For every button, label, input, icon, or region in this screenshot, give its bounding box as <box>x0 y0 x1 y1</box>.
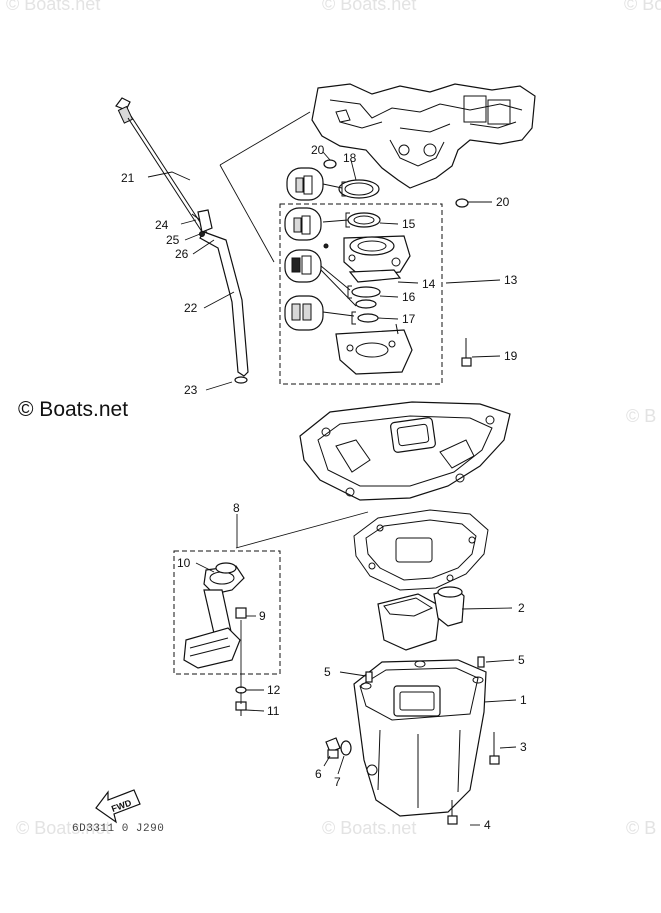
bolt-3 <box>489 732 500 765</box>
callout-7: 7 <box>334 775 341 789</box>
callout-20-right: 20 <box>496 195 510 209</box>
callout-1: 1 <box>520 693 527 707</box>
callout-4: 4 <box>484 818 491 832</box>
pump-housing-upper <box>343 235 411 277</box>
oil-pan-1 <box>353 659 487 817</box>
leader-lines <box>147 151 517 826</box>
watermark-top-center: © Boats.net <box>322 0 417 14</box>
watermark-main: © Boats.net <box>18 398 129 421</box>
part-8-group-box <box>173 550 281 675</box>
pump-housing-lower <box>335 329 413 375</box>
callout-3: 3 <box>520 740 527 754</box>
callout-24: 24 <box>155 218 169 232</box>
callout-5-right: 5 <box>518 653 525 667</box>
callout-17: 17 <box>402 312 416 326</box>
gasket-14 <box>348 269 402 283</box>
o-ring-20-upper <box>323 159 337 169</box>
watermark-bottom-left: © Boats.net <box>16 818 111 838</box>
diagram-code: 6D3311 0 J290 <box>72 823 165 835</box>
gasket-7 <box>340 740 352 756</box>
callout-5-left: 5 <box>324 665 331 679</box>
callout-15: 15 <box>402 217 416 231</box>
callout-8: 8 <box>233 501 240 515</box>
exhaust-guide-plate <box>299 401 511 501</box>
watermark-top-left: © Boats.net <box>6 0 101 14</box>
callout-21: 21 <box>121 171 135 185</box>
callout-6: 6 <box>315 767 322 781</box>
bolt-9 <box>235 607 247 619</box>
callout-2: 2 <box>518 601 525 615</box>
engine-block-illustration <box>311 83 536 189</box>
dipstick-assembly <box>115 97 249 384</box>
callout-14: 14 <box>422 277 436 291</box>
callout-16: 16 <box>402 290 416 304</box>
seal-detail-insets <box>284 167 324 331</box>
bolt-4 <box>447 800 458 825</box>
bolt-11 <box>235 701 247 716</box>
bolt-5-left <box>365 671 373 683</box>
callout-20-upper: 20 <box>311 143 325 157</box>
watermark-bottom-center: © Boats.net <box>322 818 417 838</box>
part-2-chamber <box>377 586 465 651</box>
callout-22: 22 <box>184 301 198 315</box>
callout-25: 25 <box>166 233 180 247</box>
bolt-19 <box>461 338 472 367</box>
callout-19: 19 <box>504 349 518 363</box>
part-13-group-box <box>279 203 443 385</box>
watermark-top-right: © Bo <box>624 0 661 14</box>
callout-11: 11 <box>267 704 280 718</box>
fwd-arrow-icon: FWD <box>95 789 141 824</box>
gasket <box>353 509 489 591</box>
callout-13: 13 <box>504 273 518 287</box>
seal-16 <box>351 286 381 309</box>
watermark-bottom-right: © B <box>626 818 657 838</box>
callout-12: 12 <box>267 683 281 697</box>
o-ring-20-right <box>455 198 469 208</box>
oil-strainer <box>183 562 247 669</box>
seal-18 <box>338 179 380 199</box>
callout-18: 18 <box>343 151 357 165</box>
watermark-mid-right: © B <box>626 406 657 426</box>
callout-23: 23 <box>184 383 198 397</box>
seal-15 <box>347 212 381 228</box>
callout-10: 10 <box>177 556 191 570</box>
callout-26: 26 <box>175 247 189 261</box>
drain-plug-6 <box>325 737 341 759</box>
o-ring-10 <box>215 562 237 574</box>
callout-9: 9 <box>259 609 266 623</box>
bolt-5-right <box>477 656 485 668</box>
callout-labels: 21 24 25 26 22 23 20 18 20 15 14 13 16 1… <box>121 143 527 832</box>
seal-17 <box>357 313 379 323</box>
